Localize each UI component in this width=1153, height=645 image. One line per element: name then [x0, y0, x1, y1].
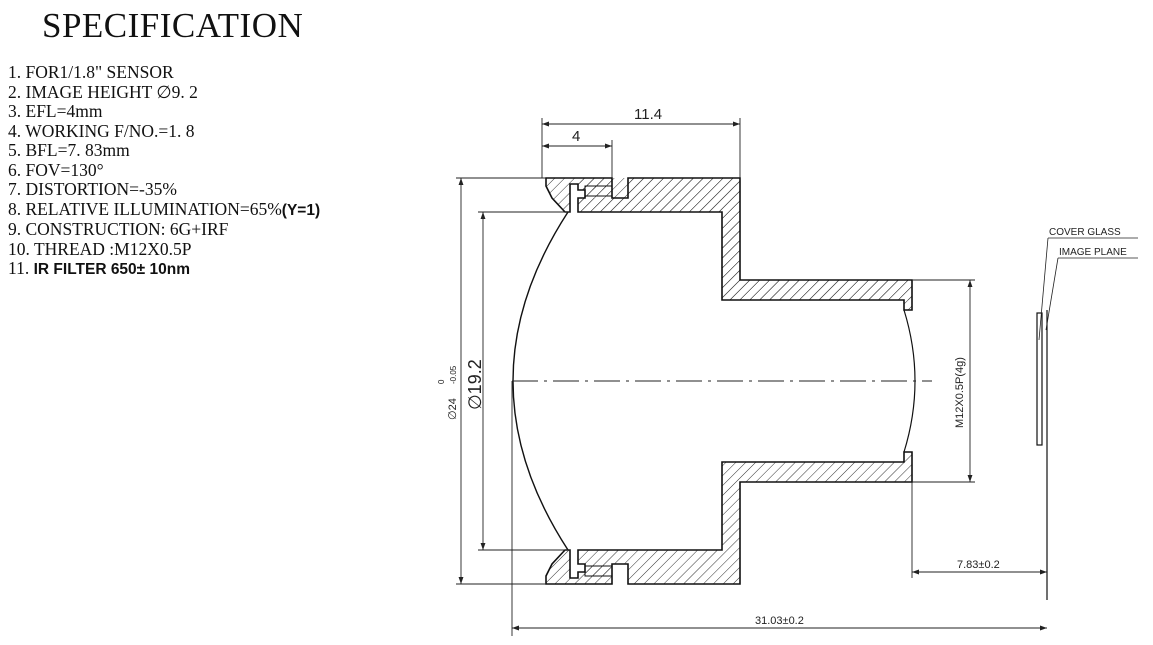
retainer-upper	[584, 185, 613, 197]
spec-item: 10. THREAD :M12X0.5P	[8, 238, 192, 259]
dim-aperture: ∅19.2	[465, 359, 485, 410]
spec-list: 1. FOR1/1.8" SENSOR 2. IMAGE HEIGHT ∅9. …	[8, 62, 321, 280]
spec-item: 3. EFL=4mm	[8, 101, 103, 121]
spec-item: 7. DISTORTION=-35%	[8, 179, 177, 199]
dim-ttl: 31.03±0.2	[755, 615, 804, 627]
cover-glass	[1036, 312, 1043, 446]
retainer-lower	[584, 565, 613, 577]
spec-item: 4. WORKING F/NO.=1. 8	[8, 120, 195, 141]
spec-item: 9. CONSTRUCTION: 6G+IRF	[8, 219, 229, 239]
page-title: SPECIFICATION	[42, 6, 304, 45]
spec-item: 2. IMAGE HEIGHT ∅9. 2	[8, 81, 198, 102]
spec-item: 5. BFL=7. 83mm	[8, 140, 130, 160]
spec-item: 6. FOV=130°	[8, 159, 104, 180]
dim-thread: M12X0.5P(4g)	[954, 357, 966, 428]
dim-outer-tol-lower: -0.05	[449, 365, 458, 384]
spec-item: 8. RELATIVE ILLUMINATION=65%(Y=1)	[8, 198, 321, 219]
label-image-plane: IMAGE PLANE	[1059, 247, 1127, 258]
spec-item: 11. IR FILTER 650± 10nm	[8, 258, 190, 278]
label-cover-glass: COVER GLASS	[1049, 227, 1121, 238]
dim-11-4: 11.4	[634, 106, 662, 123]
spec-item: 1. FOR1/1.8" SENSOR	[8, 62, 174, 82]
barrel-upper-outline	[545, 177, 913, 311]
dim-4: 4	[572, 128, 580, 145]
dim-bfl: 7.83±0.2	[957, 559, 1000, 571]
dim-outer-diameter: ∅24	[447, 398, 459, 420]
barrel-lower-outline	[545, 451, 913, 585]
dim-outer-tol-upper: 0	[437, 379, 446, 384]
